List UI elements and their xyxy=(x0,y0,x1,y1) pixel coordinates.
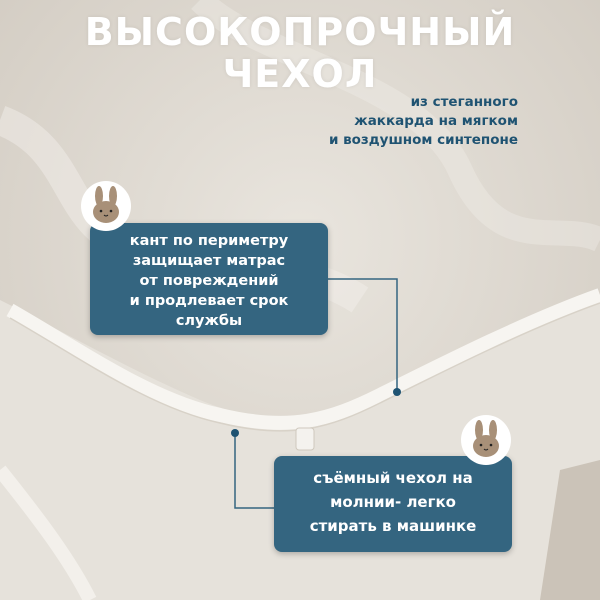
headline-line1: высокопрочный xyxy=(84,10,516,54)
subtitle-line: и воздушном синтепоне xyxy=(328,132,518,148)
callout-line: съёмный чехол на xyxy=(313,469,473,487)
subtitle-line: из стеганного xyxy=(410,94,518,110)
callout-line: службы xyxy=(175,313,243,329)
marker-dot xyxy=(231,429,239,437)
callout-zipper: съёмный чехол на молнии- легко стирать в… xyxy=(274,456,512,552)
subtitle-line: жаккарда на мягком xyxy=(354,113,518,129)
connector-line xyxy=(234,433,274,509)
subtitle: из стеганного жаккарда на мягком и возду… xyxy=(329,93,518,150)
headline-line2: чехол xyxy=(222,52,378,96)
callout-line: молнии- легко xyxy=(330,493,456,511)
callout-line: стирать в машинке xyxy=(309,517,477,535)
marker-dot xyxy=(393,388,401,396)
callout-line: кант по периметру xyxy=(129,233,289,249)
callout-line: и продлевает срок xyxy=(129,293,289,309)
callout-line: от повреждений xyxy=(139,273,279,289)
callout-piping: кант по периметру защищает матрас от пов… xyxy=(90,223,328,335)
bunny-icon xyxy=(81,181,131,231)
bunny-icon xyxy=(461,415,511,465)
callout-line: защищает матрас xyxy=(132,253,286,269)
connector-line xyxy=(328,278,398,392)
